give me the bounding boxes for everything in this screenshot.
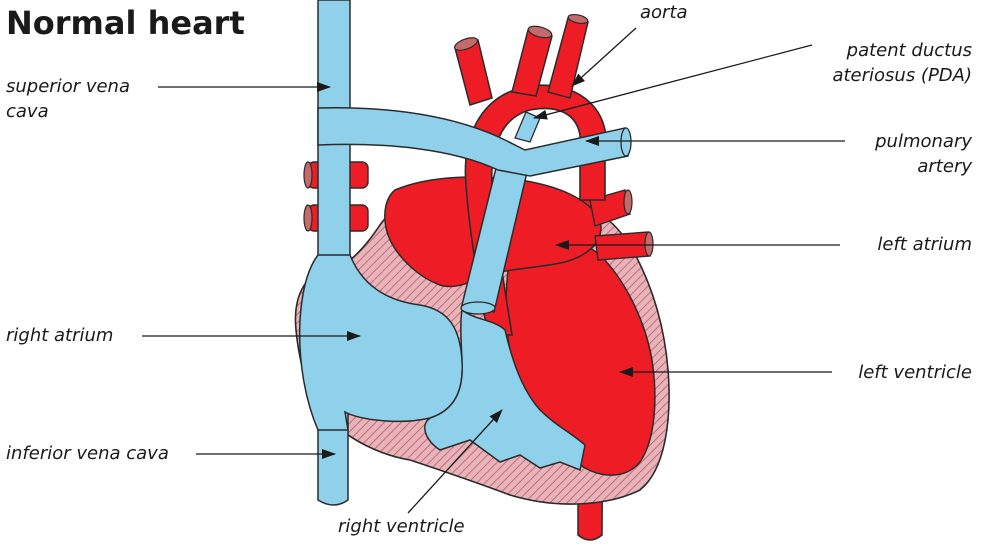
label-superior-vena-cava: superior vena cava — [6, 74, 130, 124]
label-right-atrium: right atrium — [6, 323, 113, 348]
label-aorta: aorta — [640, 0, 688, 25]
label-right-ventricle: right ventricle — [338, 514, 465, 539]
label-inferior-vena-cava: inferior vena cava — [6, 441, 169, 466]
label-patent-ductus-arteriosus: patent ductus ateriosus (PDA) — [832, 38, 972, 88]
label-left-atrium: left atrium — [877, 232, 972, 257]
label-pulmonary-artery: pulmonary artery — [875, 129, 972, 179]
patent-ductus-vessel — [515, 112, 540, 142]
page-title: Normal heart — [6, 4, 245, 42]
label-left-ventricle: left ventricle — [858, 360, 972, 385]
